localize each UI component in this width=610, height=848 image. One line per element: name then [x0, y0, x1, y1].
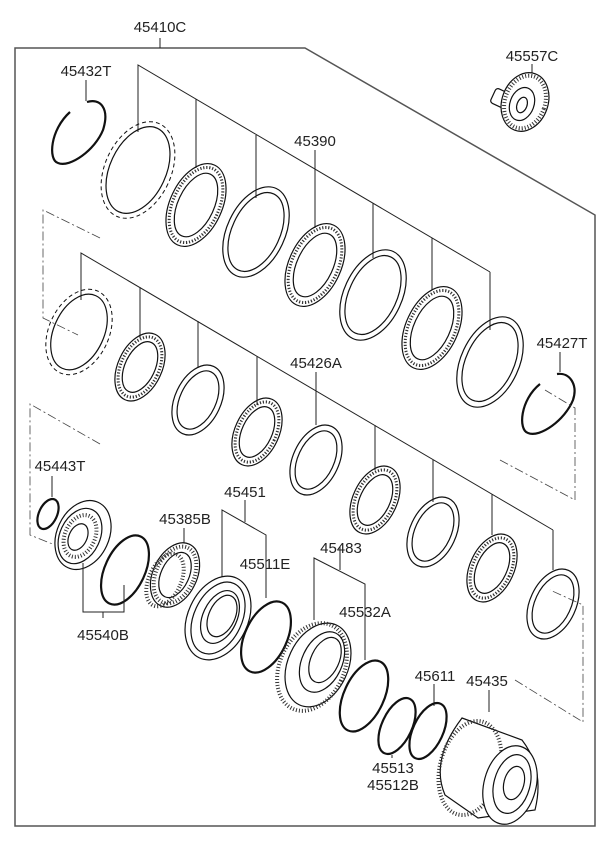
plate-set-45426A[interactable]	[33, 279, 590, 648]
label-45410C[interactable]: 45410C	[134, 19, 187, 36]
label-45540B[interactable]: 45540B	[77, 627, 129, 644]
assembly-frame	[14, 38, 596, 827]
label-45427T[interactable]: 45427T	[537, 335, 588, 352]
label-45557C[interactable]: 45557C	[506, 48, 559, 65]
gear-hub-45557C[interactable]	[490, 64, 557, 138]
plate-set-45390[interactable]	[87, 110, 537, 418]
snap-ring-45427T[interactable]	[521, 352, 576, 435]
alignment-lines	[29, 209, 584, 723]
label-45611[interactable]: 45611	[415, 668, 456, 685]
label-45390[interactable]: 45390	[294, 133, 336, 150]
label-45435[interactable]: 45435	[466, 673, 508, 690]
o-ring-45611[interactable]	[402, 684, 455, 765]
label-45511E[interactable]: 45511E	[240, 556, 291, 573]
label-45512B[interactable]: 45512B	[367, 777, 419, 794]
hub-assembly-45483[interactable]	[264, 547, 366, 722]
label-45513[interactable]: 45513	[372, 760, 414, 777]
snap-ring-45432T[interactable]	[51, 80, 107, 165]
label-45426A[interactable]: 45426A	[290, 355, 342, 372]
leader-45426A	[80, 252, 554, 570]
piston-assembly-45451[interactable]	[172, 500, 267, 671]
seal-ring-45513[interactable]	[371, 692, 424, 759]
label-45443T[interactable]: 45443T	[35, 458, 86, 475]
label-45432T[interactable]: 45432T	[61, 63, 112, 80]
piston-45540B[interactable]	[44, 491, 159, 618]
seal-ring-45532A[interactable]	[330, 653, 398, 739]
leader-45390	[137, 64, 491, 330]
label-45532A[interactable]: 45532A	[339, 604, 391, 621]
seal-ring-45511E[interactable]	[231, 594, 301, 681]
label-45385B[interactable]: 45385B	[159, 511, 211, 528]
label-45451[interactable]: 45451	[224, 484, 266, 501]
label-45483[interactable]: 45483	[320, 540, 362, 557]
snap-ring-45443T[interactable]	[33, 476, 63, 532]
clutch-drum-45435[interactable]	[429, 690, 546, 830]
return-spring-45385B[interactable]	[139, 528, 210, 615]
